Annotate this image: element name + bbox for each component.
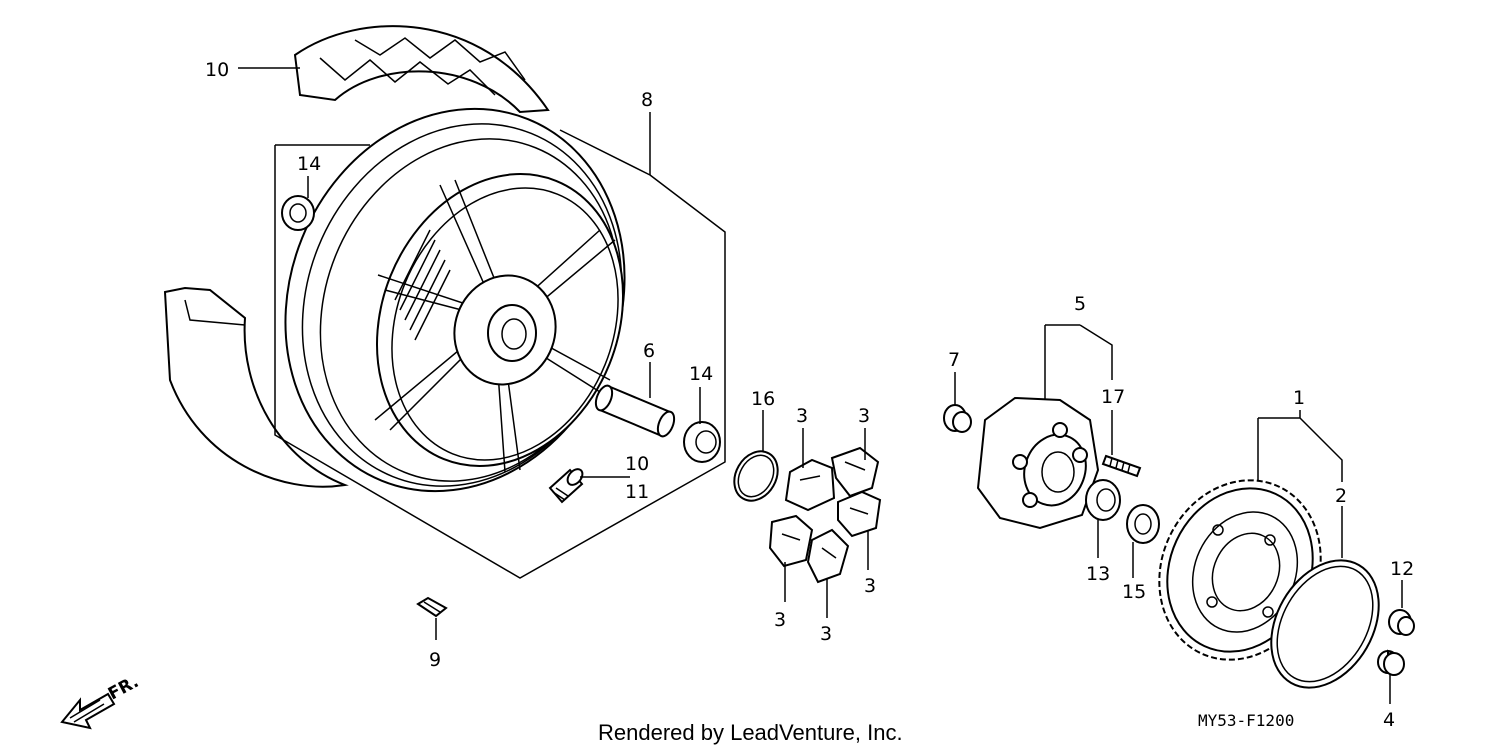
- callout-3-c: 3: [864, 575, 876, 597]
- driven-flange-drawing: [976, 396, 1100, 530]
- leader-lines: [238, 67, 1403, 704]
- tire-tread-drawing: [293, 25, 550, 114]
- wheel-assembly-bracket: [274, 129, 726, 579]
- callout-3-e: 3: [820, 623, 832, 645]
- callout-2: 2: [1335, 485, 1347, 507]
- callout-3-d: 3: [774, 609, 786, 631]
- front-direction-arrow-icon: FR.: [60, 672, 142, 730]
- callout-3-b: 3: [858, 405, 870, 427]
- callout-12: 12: [1390, 558, 1414, 580]
- callout-11: 11: [625, 481, 649, 503]
- bearing-left-drawing: [281, 195, 315, 231]
- callout-8: 8: [641, 89, 653, 111]
- bearing-13-drawing: [1085, 479, 1121, 521]
- callout-14-left: 14: [297, 153, 321, 175]
- callout-16: 16: [751, 388, 775, 410]
- callout-10-valve: 10: [625, 453, 649, 475]
- callout-7: 7: [948, 349, 960, 371]
- credit-text: Rendered by LeadVenture, Inc.: [598, 720, 903, 745]
- callout-labels: 10 8 14 6 14 10 11 9 16 3 3 3 3 3 7 5 17…: [205, 59, 1414, 731]
- callout-9: 9: [429, 649, 441, 671]
- callout-15: 15: [1122, 581, 1146, 603]
- callout-3-a: 3: [796, 405, 808, 427]
- o-ring-drawing: [733, 450, 779, 502]
- clip-drawing: [416, 596, 448, 618]
- tire-sidewall-drawing: [163, 286, 349, 488]
- collar-4-drawing: [1377, 649, 1405, 676]
- callout-1: 1: [1293, 387, 1305, 409]
- sprocket-ring-drawing: [1270, 559, 1380, 689]
- bearing-right-drawing: [683, 421, 721, 463]
- nut-12-drawing: [1388, 609, 1415, 636]
- callout-17: 17: [1101, 386, 1125, 408]
- callout-5: 5: [1074, 293, 1086, 315]
- collar-drawing: [594, 384, 676, 438]
- callout-13: 13: [1086, 563, 1110, 585]
- callout-6: 6: [643, 340, 655, 362]
- stud-bolt-drawing: [1101, 454, 1142, 478]
- nut-drawing: [943, 404, 972, 433]
- callout-14-right: 14: [689, 363, 713, 385]
- valve-stem-drawing: [548, 468, 584, 504]
- wheel-rim-drawing: [284, 107, 626, 493]
- callout-4: 4: [1383, 709, 1395, 731]
- diagram-code: MY53-F1200: [1198, 711, 1294, 730]
- oil-seal-drawing: [1126, 504, 1160, 544]
- callout-10-tire: 10: [205, 59, 229, 81]
- damper-rubbers-drawing: [768, 446, 882, 584]
